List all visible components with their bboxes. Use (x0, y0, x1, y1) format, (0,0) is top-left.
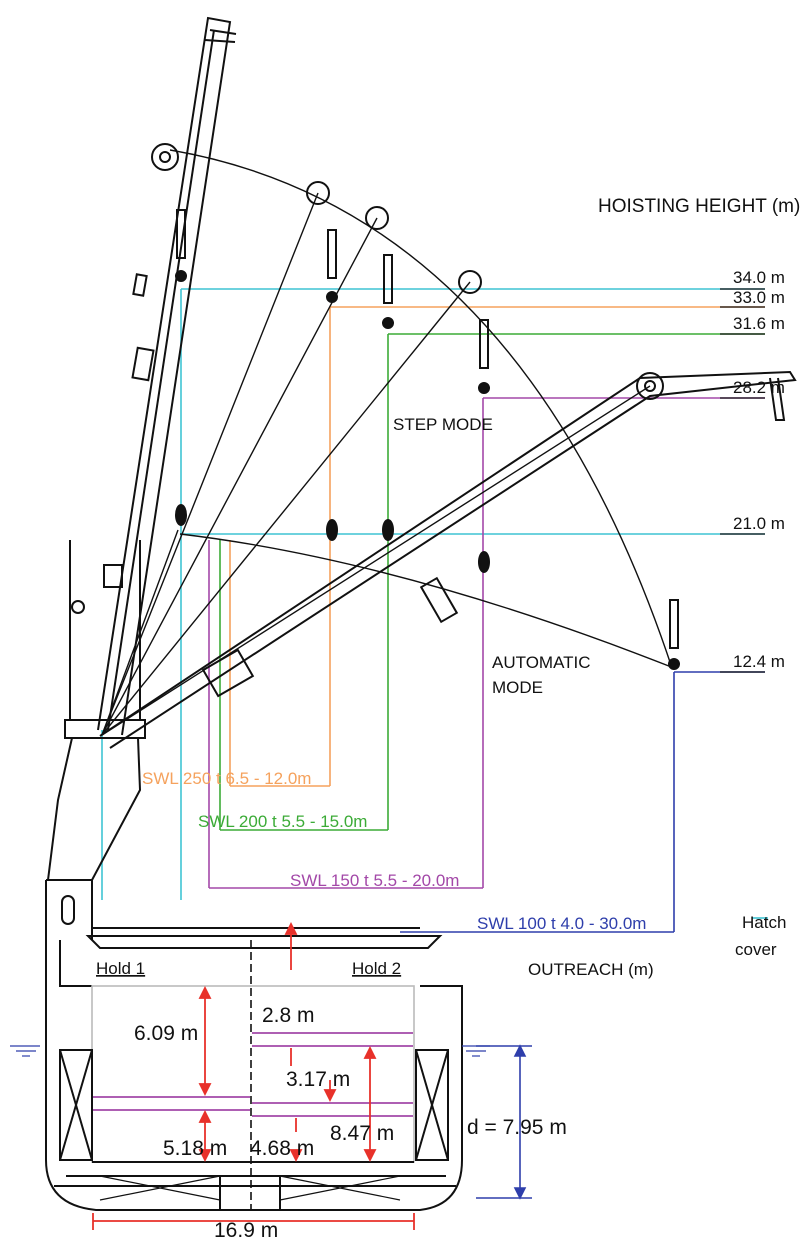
swl200-lines (219, 333, 765, 831)
hatch-cover-label-1: Hatch (742, 913, 786, 932)
height-12-4: 12.4 m (733, 652, 785, 671)
dim-8-47: 8.47 m (330, 1122, 394, 1145)
dim-6-09: 6.09 m (134, 1022, 198, 1045)
height-28-2: 28.2 m (733, 378, 785, 397)
crane-pedestal (47, 540, 146, 881)
dim-5-18: 5.18 m (163, 1137, 227, 1160)
hook-blocks (175, 209, 680, 670)
dim-2-8: 2.8 m (262, 1004, 315, 1027)
hold-1-label: Hold 1 (96, 959, 145, 978)
height-21-0: 21.0 m (733, 514, 785, 533)
hatch-cover-label-2: cover (735, 940, 777, 959)
main-boom (97, 16, 237, 736)
swl150-label: SWL 150 t 5.5 - 20.0m (290, 871, 459, 890)
dim-4-68: 4.68 m (250, 1137, 314, 1160)
height-33-0: 33.0 m (733, 288, 785, 307)
swl250-label: SWL 250 t 6.5 - 12.0m (142, 769, 311, 788)
hold-level-lines (92, 1032, 413, 1117)
height-31-6: 31.6 m (733, 314, 785, 333)
automatic-mode-label-1: AUTOMATIC (492, 653, 591, 672)
hull (45, 879, 463, 1211)
automatic-mode-label-2: MODE (492, 678, 543, 697)
luffing-arc (101, 149, 675, 736)
step-mode-label: STEP MODE (393, 415, 493, 434)
dim-3-17: 3.17 m (286, 1068, 350, 1091)
sheaves (306, 181, 482, 294)
swl200-label: SWL 200 t 5.5 - 15.0m (198, 812, 367, 831)
draft-dimension (10, 1044, 532, 1200)
lowered-boom (99, 370, 797, 749)
beam-label: 16.9 m (214, 1219, 278, 1239)
hatch-cover-lines (101, 288, 768, 919)
height-34-0: 34.0 m (733, 268, 785, 287)
outreach-label: OUTREACH (m) (528, 960, 654, 979)
swl100-lines (400, 671, 765, 933)
swl250-lines (229, 306, 765, 787)
swl150-lines (208, 397, 765, 889)
dimension-arrows (92, 921, 415, 1230)
hold-2-label: Hold 2 (352, 959, 401, 978)
draft-label: d = 7.95 m (467, 1116, 567, 1139)
hoisting-height-label: HOISTING HEIGHT (m) (598, 196, 800, 217)
height-tick-lines (720, 288, 765, 673)
swl100-label: SWL 100 t 4.0 - 30.0m (477, 914, 646, 933)
